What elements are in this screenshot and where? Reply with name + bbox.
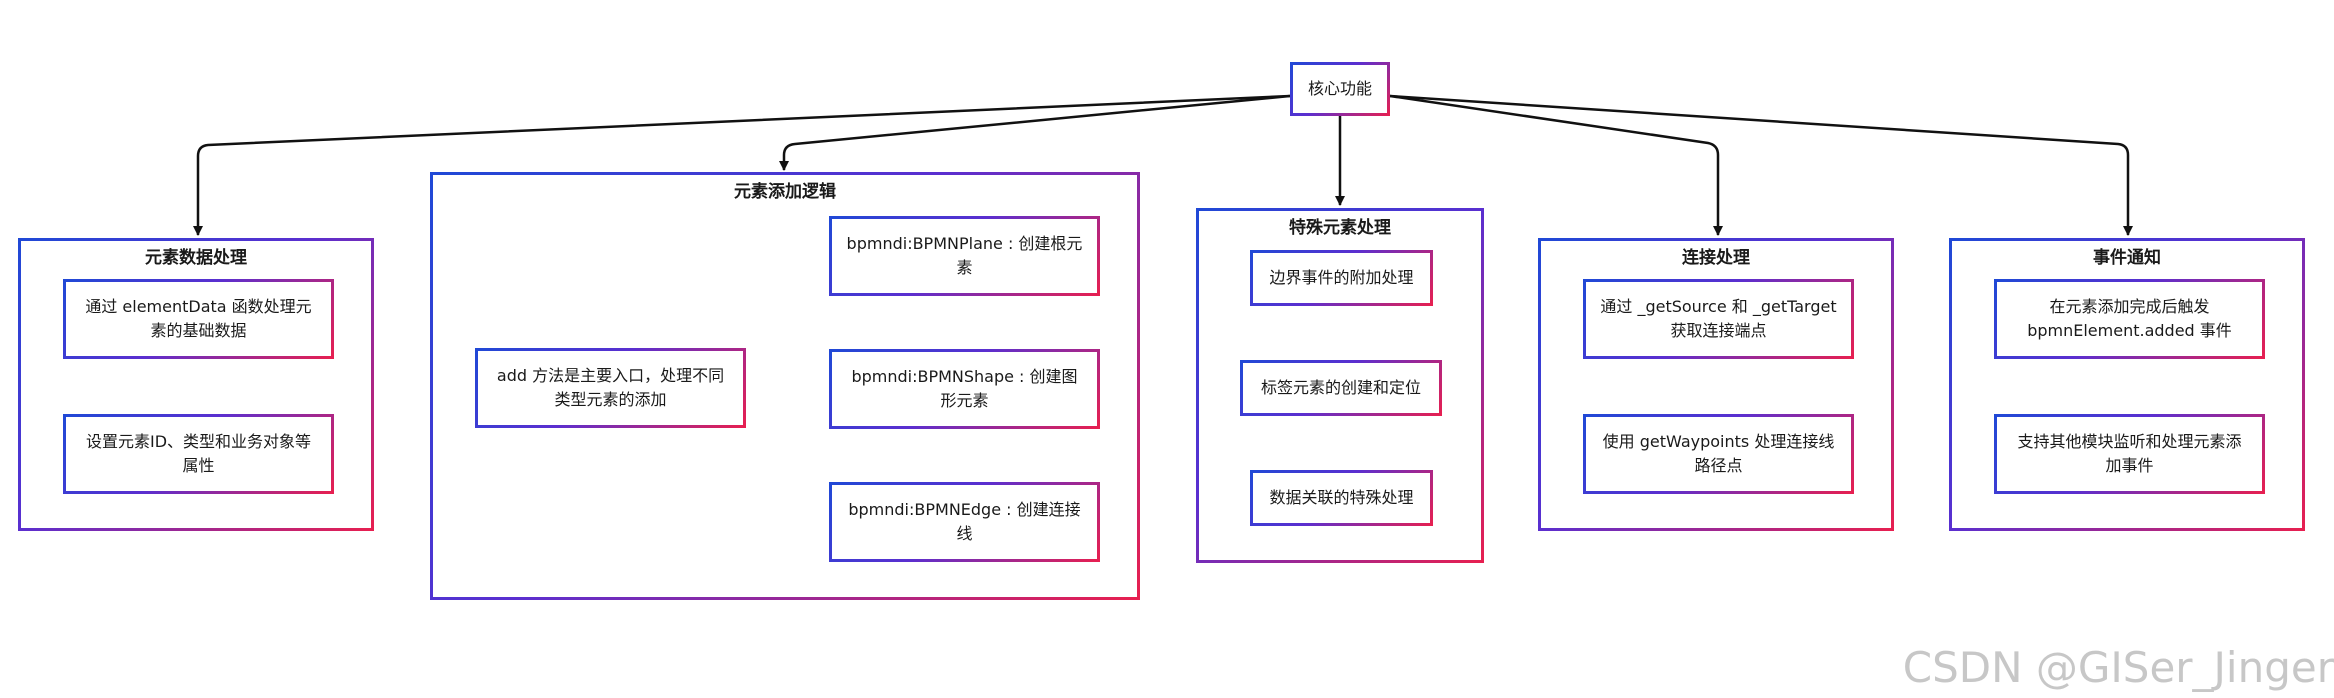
node-add-entry: add 方法是主要入口，处理不同类型元素的添加 bbox=[475, 348, 746, 428]
node-label: 使用 getWaypoints 处理连接线路径点 bbox=[1602, 432, 1835, 475]
node-label: 数据关联的特殊处理 bbox=[1269, 488, 1414, 507]
node-label: bpmndi:BPMNEdge : 创建连接线 bbox=[848, 500, 1081, 543]
group-event-notify: 事件通知 在元素添加完成后触发 bpmnElement.added 事件 支持其… bbox=[1949, 238, 2305, 531]
group-title: 元素添加逻辑 bbox=[734, 182, 836, 202]
node-label: 在元素添加完成后触发 bpmnElement.added 事件 bbox=[2027, 297, 2232, 340]
node-get-waypoints: 使用 getWaypoints 处理连接线路径点 bbox=[1583, 414, 1854, 494]
group-title: 连接处理 bbox=[1682, 248, 1750, 268]
group-title: 元素数据处理 bbox=[145, 248, 247, 268]
node-label-element: 标签元素的创建和定位 bbox=[1240, 360, 1442, 416]
node-label: add 方法是主要入口，处理不同类型元素的添加 bbox=[496, 366, 725, 409]
node-label: 边界事件的附加处理 bbox=[1269, 268, 1414, 287]
node-get-source-target: 通过 _getSource 和 _getTarget 获取连接端点 bbox=[1583, 279, 1854, 359]
node-added-event: 在元素添加完成后触发 bpmnElement.added 事件 bbox=[1994, 279, 2265, 359]
node-boundary-event: 边界事件的附加处理 bbox=[1250, 250, 1433, 306]
root-node: 核心功能 bbox=[1290, 62, 1390, 116]
group-title: 特殊元素处理 bbox=[1289, 218, 1391, 238]
root-label: 核心功能 bbox=[1307, 79, 1372, 98]
node-label: 设置元素ID、类型和业务对象等属性 bbox=[85, 432, 312, 475]
node-bpmn-shape: bpmndi:BPMNShape : 创建图形元素 bbox=[829, 349, 1100, 429]
group-add-logic: 元素添加逻辑 add 方法是主要入口，处理不同类型元素的添加 bpmndi:BP… bbox=[430, 172, 1140, 600]
node-element-data-2: 设置元素ID、类型和业务对象等属性 bbox=[63, 414, 334, 494]
node-element-data-1: 通过 elementData 函数处理元素的基础数据 bbox=[63, 279, 334, 359]
group-element-data: 元素数据处理 通过 elementData 函数处理元素的基础数据 设置元素ID… bbox=[18, 238, 374, 531]
node-data-association: 数据关联的特殊处理 bbox=[1250, 470, 1433, 526]
node-module-listen: 支持其他模块监听和处理元素添加事件 bbox=[1994, 414, 2265, 494]
node-bpmn-plane: bpmndi:BPMNPlane : 创建根元素 bbox=[829, 216, 1100, 296]
node-label: 支持其他模块监听和处理元素添加事件 bbox=[2017, 432, 2242, 475]
edge-root-to-connection bbox=[1389, 94, 1723, 236]
node-label: 通过 elementData 函数处理元素的基础数据 bbox=[85, 297, 312, 340]
watermark: CSDN @GISer_Jinger bbox=[1902, 643, 2334, 692]
group-special-elements: 特殊元素处理 边界事件的附加处理 标签元素的创建和定位 数据关联的特殊处理 bbox=[1196, 208, 1484, 563]
node-label: bpmndi:BPMNShape : 创建图形元素 bbox=[851, 367, 1078, 410]
edge-root-to-event bbox=[1389, 94, 2133, 236]
node-label: 标签元素的创建和定位 bbox=[1260, 378, 1421, 397]
edge-root-to-add-logic bbox=[779, 94, 1291, 171]
node-label: bpmndi:BPMNPlane : 创建根元素 bbox=[846, 234, 1083, 277]
node-bpmn-edge: bpmndi:BPMNEdge : 创建连接线 bbox=[829, 482, 1100, 562]
edge-root-to-data-processing bbox=[193, 94, 1291, 236]
group-title: 事件通知 bbox=[2093, 248, 2161, 268]
group-connection: 连接处理 通过 _getSource 和 _getTarget 获取连接端点 使… bbox=[1538, 238, 1894, 531]
node-label: 通过 _getSource 和 _getTarget 获取连接端点 bbox=[1600, 297, 1837, 340]
